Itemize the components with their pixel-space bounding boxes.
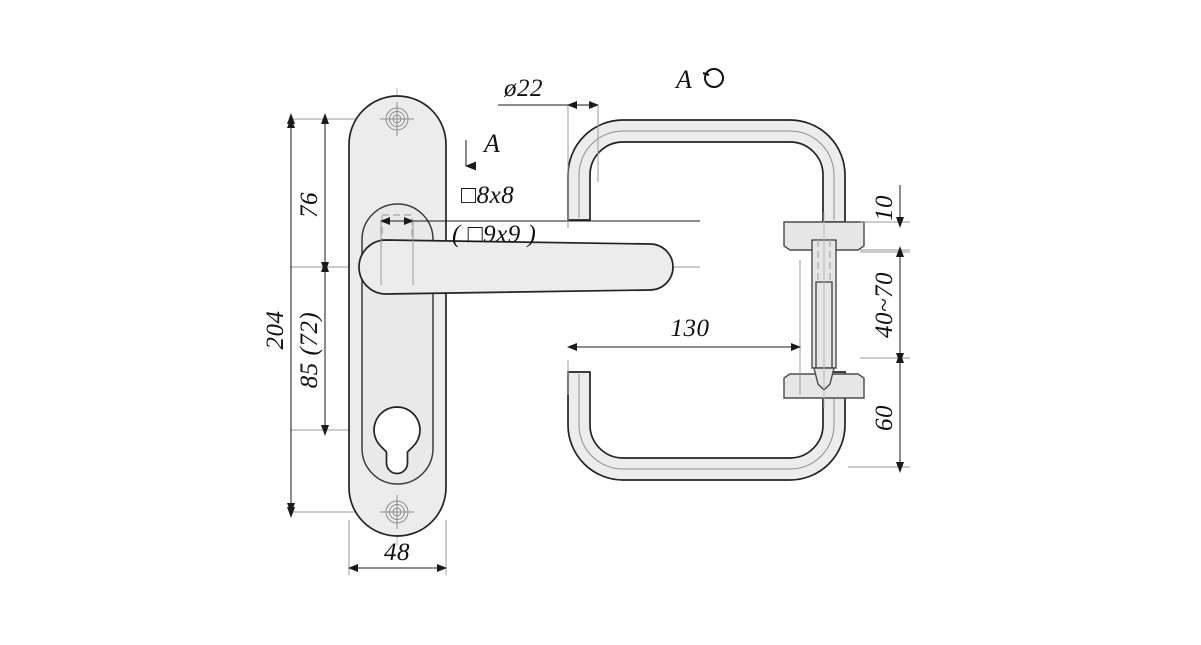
section-marker-a: A — [465, 129, 500, 171]
dim-label-76: 76 — [296, 192, 323, 218]
dim-label-diameter-22: ø22 — [503, 75, 543, 102]
dimension-204: 204 — [262, 113, 295, 518]
dim-label-60: 60 — [871, 405, 898, 431]
dimension-48: 48 — [348, 539, 447, 572]
side-view-tubular-handle — [567, 119, 846, 481]
dimension-76: 76 — [296, 113, 329, 273]
section-letter-a: A — [482, 129, 500, 158]
top-screw-icon — [380, 102, 414, 136]
bottom-screw-icon — [380, 495, 414, 529]
keyhole-cutout — [373, 406, 421, 475]
dim-label-204: 204 — [262, 311, 289, 350]
dim-label-40-70: 40~70 — [871, 272, 898, 338]
dimension-85-72: 85 (72) — [296, 261, 329, 436]
dimension-60: 60 — [848, 352, 910, 473]
backplate-front-view — [348, 95, 674, 537]
dimension-10: 10 — [860, 185, 910, 251]
rotation-symbol-icon — [702, 68, 724, 88]
spindle-label-primary: □8x8 — [461, 182, 514, 209]
upper-tube-highlight — [578, 130, 835, 220]
spindle-label-secondary: ( □9x9 ) — [452, 221, 536, 248]
dim-label-130: 130 — [671, 315, 710, 342]
dim-label-85-72: 85 (72) — [296, 312, 323, 388]
lower-tube-outline — [567, 371, 846, 481]
dimension-130: 130 — [567, 260, 801, 395]
fixing-bolt-assembly — [783, 212, 865, 408]
dimension-40-70: 40~70 — [860, 246, 910, 364]
dim-label-48: 48 — [384, 539, 410, 566]
spindle-callout: □8x8 ( □9x9 ) — [380, 182, 700, 285]
rotated-view-marker: A — [674, 65, 724, 94]
dim-label-10: 10 — [871, 195, 898, 221]
upper-tube-outline — [567, 119, 846, 223]
dimension-diameter-22: ø22 — [498, 75, 599, 228]
lever-handle — [358, 239, 674, 295]
lower-tube-highlight — [578, 374, 835, 470]
rotated-view-letter: A — [674, 65, 692, 94]
lever-handle-body — [358, 239, 674, 295]
